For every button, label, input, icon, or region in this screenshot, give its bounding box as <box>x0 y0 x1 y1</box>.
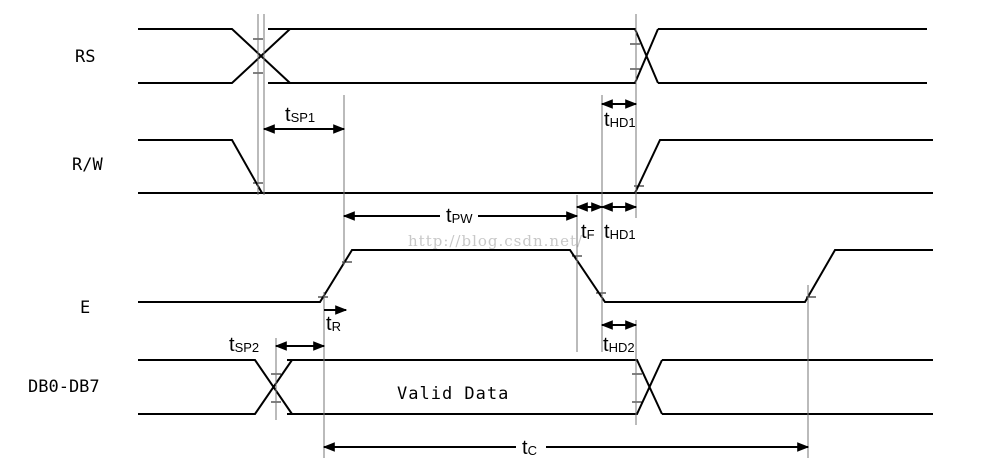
tpw-label: tPW <box>446 205 473 227</box>
thd1-top-label: tHD1 <box>604 109 636 131</box>
tr-label: tR <box>326 313 341 335</box>
thd1-mid-label: tHD1 <box>604 221 636 243</box>
rw-waveform <box>138 139 933 194</box>
tsp1-label: tSP1 <box>285 104 315 126</box>
tf-label: tF <box>581 221 595 243</box>
rs-waveform <box>138 28 927 84</box>
signal-label-db: DB0-DB7 <box>28 377 100 397</box>
signal-label-rw: R/W <box>72 155 103 175</box>
thd2-label: tHD2 <box>603 334 635 356</box>
reference-lines <box>257 14 809 458</box>
valid-data-label: Valid Data <box>397 384 509 404</box>
signal-label-rs: RS <box>75 47 95 67</box>
tc-label: tC <box>522 437 537 459</box>
tsp2-label: tSP2 <box>229 334 259 356</box>
signal-label-e: E <box>80 298 90 318</box>
watermark: http://blog.csdn.net/ <box>408 232 583 250</box>
timing-arrows <box>262 99 810 452</box>
e-waveform <box>138 249 933 303</box>
db-waveform <box>138 359 933 415</box>
